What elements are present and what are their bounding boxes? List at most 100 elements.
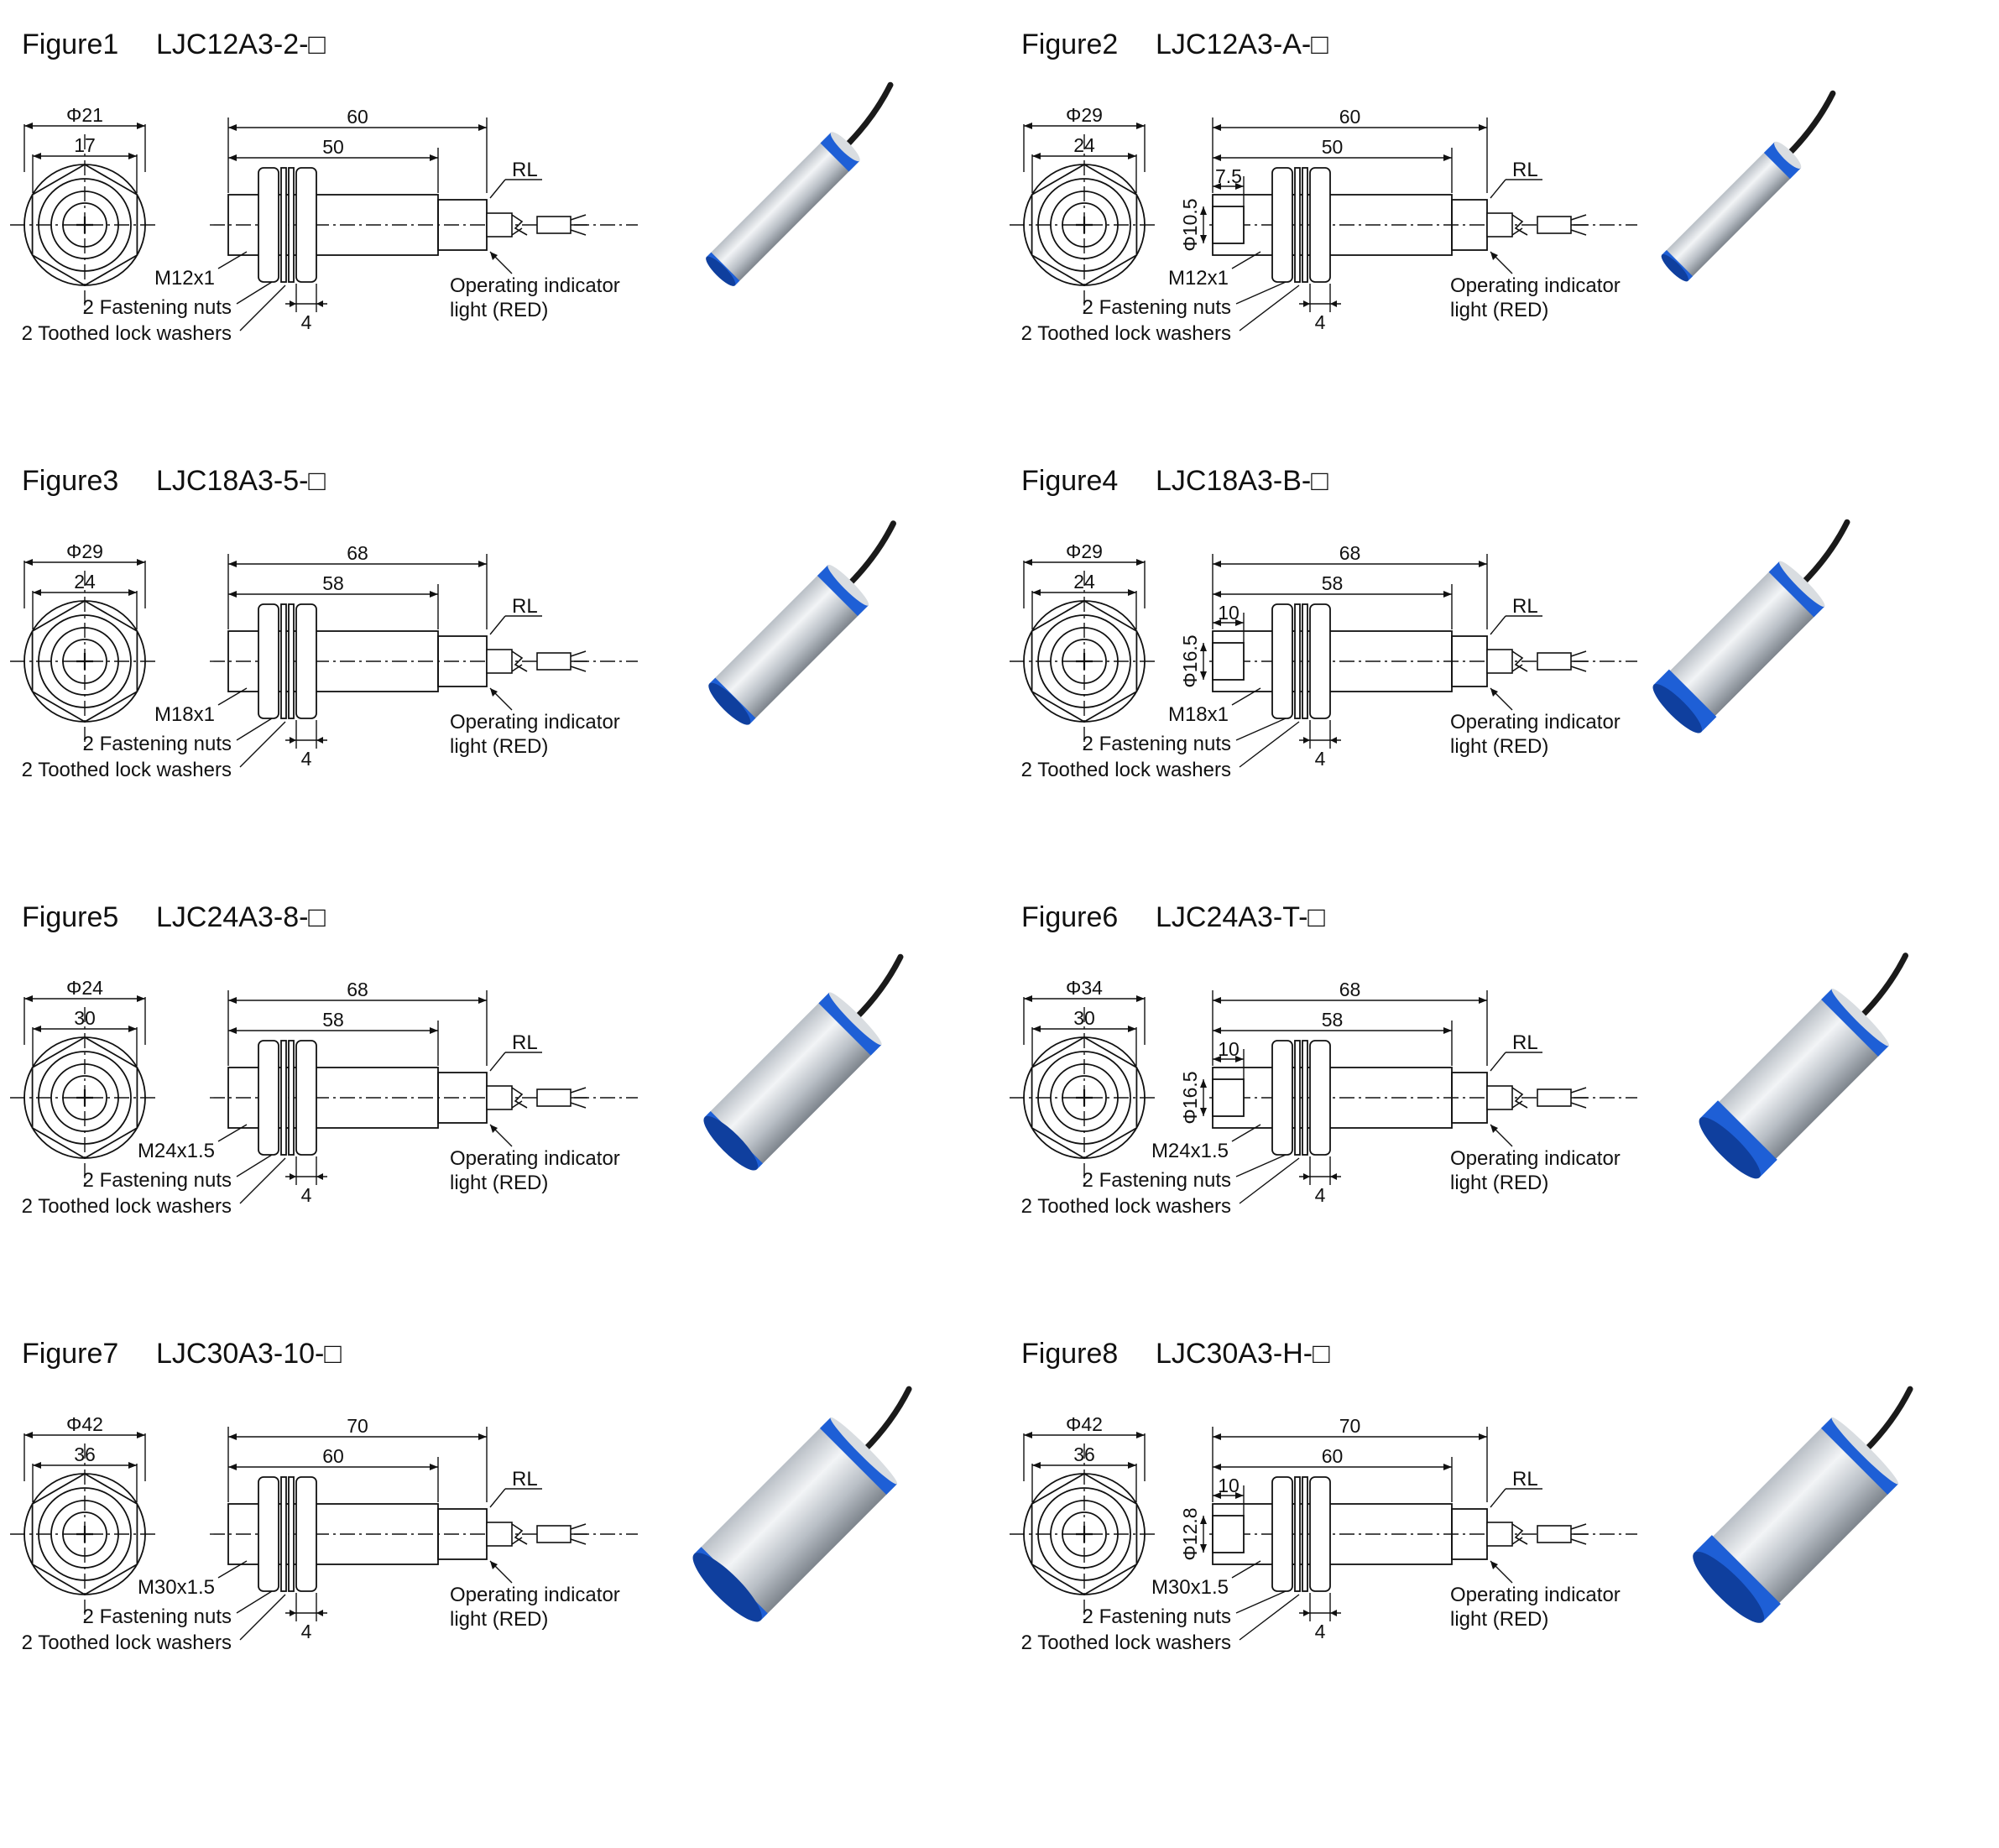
sensor-rear-band xyxy=(1768,561,1825,618)
cable xyxy=(486,649,587,674)
nuts-label: 2 Fastening nuts xyxy=(1083,733,1231,755)
fastening-nut xyxy=(1309,167,1331,283)
thread-spec-label: M24x1.5 xyxy=(138,1140,215,1162)
figure-number: Figure1 xyxy=(22,29,119,60)
sensor-photo xyxy=(708,520,896,725)
cable xyxy=(1486,649,1588,674)
hex-nut-outline xyxy=(1031,1472,1138,1596)
thread-spec-label: M24x1.5 xyxy=(1151,1140,1229,1162)
nut-width-label: 4 xyxy=(301,1184,312,1206)
outer-diameter-label: Φ21 xyxy=(66,104,103,126)
lock-washer xyxy=(1294,167,1301,283)
indicator-label-line2: light (RED) xyxy=(450,735,548,758)
face-diameter-label: Φ10.5 xyxy=(1179,198,1201,251)
nuts-label: 2 Fastening nuts xyxy=(83,733,232,755)
across-flats-label: 17 xyxy=(74,134,96,156)
washers-label: 2 Toothed lock washers xyxy=(1021,1195,1231,1218)
fastening-nut xyxy=(1271,1476,1293,1592)
thread-length-label: 58 xyxy=(1322,1009,1344,1031)
sensing-face xyxy=(1212,206,1245,244)
total-length-label: 60 xyxy=(1339,106,1361,128)
fastening-nut xyxy=(258,167,279,283)
cable xyxy=(486,1085,587,1110)
lock-washer xyxy=(1294,1040,1301,1156)
indicator-label-line2: light (RED) xyxy=(450,1172,548,1194)
face-length-label: 10 xyxy=(1218,1038,1240,1060)
lock-washer xyxy=(280,167,287,283)
figure-number: Figure8 xyxy=(1021,1338,1119,1370)
sensor-cap xyxy=(1653,669,1717,733)
sensor-cable xyxy=(1857,953,1909,1021)
indicator-label-line2: light (RED) xyxy=(1450,299,1548,321)
sensor-face xyxy=(1693,1551,1765,1623)
sensor-body xyxy=(1654,561,1825,732)
nut-width-label: 4 xyxy=(301,311,312,333)
fastening-nut xyxy=(1271,167,1293,283)
figure-heading: Figure3 LJC18A3-5-□ xyxy=(22,465,326,498)
across-flats-label: 30 xyxy=(1073,1007,1095,1029)
figure-number: Figure4 xyxy=(1021,465,1119,497)
sensor-cable xyxy=(1861,1386,1913,1454)
indicator-label-line2: light (RED) xyxy=(1450,735,1548,758)
rl-label: RL xyxy=(512,1468,538,1490)
outer-diameter-label: Φ34 xyxy=(1066,977,1103,999)
figure-heading: Figure4 LJC18A3-B-□ xyxy=(1021,465,1328,498)
nuts-label: 2 Fastening nuts xyxy=(1083,296,1231,319)
sensor-photo xyxy=(1661,90,1836,282)
nut-width-label: 4 xyxy=(301,1621,312,1642)
model-code: LJC24A3-8-□ xyxy=(156,901,326,933)
sensor-cable xyxy=(842,81,894,150)
hex-nut-outline xyxy=(31,1036,138,1160)
thread-spec-label: M12x1 xyxy=(1168,267,1229,290)
figure-number: Figure3 xyxy=(22,465,119,497)
sensor-body xyxy=(694,1417,897,1621)
washers-label: 2 Toothed lock washers xyxy=(1021,322,1231,345)
sensing-face xyxy=(1212,642,1245,681)
sensor-face xyxy=(1652,683,1703,733)
sensor-cable xyxy=(845,520,896,588)
thread-length-label: 58 xyxy=(1322,572,1344,594)
rl-label: RL xyxy=(1512,159,1538,181)
nut-width-label: 4 xyxy=(1315,748,1326,770)
across-flats-label: 24 xyxy=(74,571,96,593)
sensor-cable xyxy=(852,953,904,1022)
washers-label: 2 Toothed lock washers xyxy=(22,322,232,345)
washers-label: 2 Toothed lock washers xyxy=(1021,759,1231,781)
model-code: LJC18A3-5-□ xyxy=(156,465,326,497)
model-code: LJC18A3-B-□ xyxy=(1156,465,1328,497)
fastening-nut xyxy=(295,167,317,283)
sensor-rear-band xyxy=(819,1417,897,1496)
outer-diameter-label: Φ42 xyxy=(1066,1413,1103,1435)
across-flats-label: 36 xyxy=(74,1443,96,1465)
sensor-photo xyxy=(1693,1386,1913,1623)
face-length-label: 10 xyxy=(1218,602,1240,624)
washers-label: 2 Toothed lock washers xyxy=(1021,1631,1231,1654)
sensor-rear-band xyxy=(817,565,869,617)
indicator-label-line1: Operating indicator xyxy=(450,1584,620,1606)
across-flats-label: 24 xyxy=(1073,571,1095,593)
thread-length-label: 60 xyxy=(1322,1445,1344,1467)
nut-width-label: 4 xyxy=(1315,1621,1326,1642)
lock-washer xyxy=(280,1476,287,1592)
hex-nut-outline xyxy=(31,163,138,287)
fastening-nut xyxy=(295,603,317,719)
